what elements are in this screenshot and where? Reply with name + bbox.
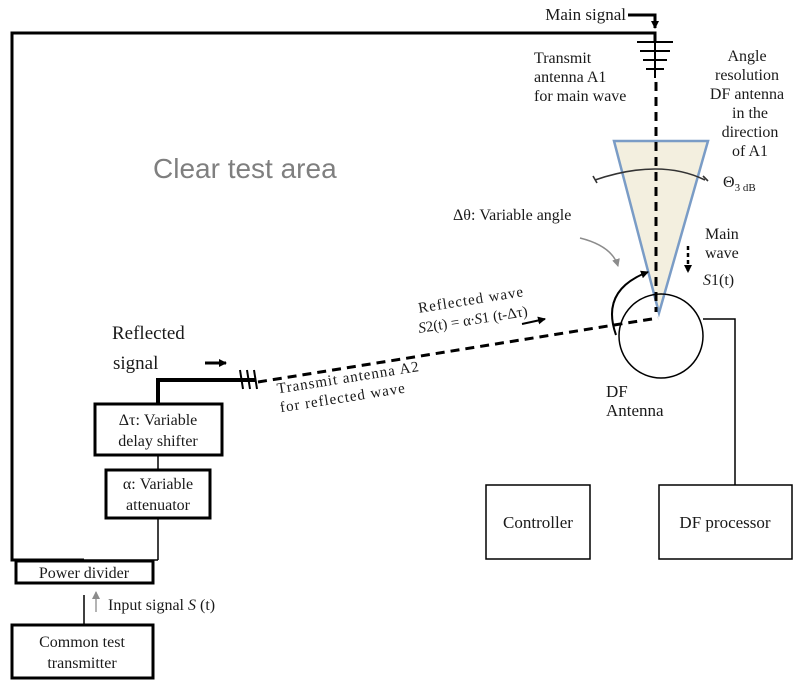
df-processor-label: DF processor	[679, 513, 770, 532]
beamwidth-symbol: Θ	[723, 174, 735, 191]
angle-resolution-label-line1: Angle	[727, 48, 766, 65]
beamwidth-arc	[594, 168, 706, 181]
beamwidth-arc-tick-left	[592, 175, 598, 184]
df-antenna-icon	[618, 293, 704, 379]
transmit-antenna-a1-icon	[637, 33, 673, 78]
beamwidth-label: Θ3 dB	[723, 174, 756, 194]
reflected-signal-label-line1: Reflected	[112, 323, 185, 344]
angle-resolution-label-line2: resolution	[715, 67, 779, 84]
reflected-feed-line	[156, 378, 255, 404]
controller-label: Controller	[503, 513, 573, 532]
reflected-wave-arrow	[521, 316, 546, 325]
input-signal-text: Input signal	[108, 597, 188, 614]
df-antenna-label-line1: DF	[606, 382, 628, 401]
s2-var-c: S	[473, 311, 483, 328]
input-signal-label: Input signal S (t)	[108, 597, 215, 614]
s2-equation: S2(t) = α∙S1 (t-Δτ)	[417, 304, 528, 337]
df-processor-box	[658, 484, 793, 560]
common-test-transmitter-label-line1: Common test	[39, 634, 125, 651]
s1-variable: S	[703, 272, 711, 289]
angle-resolution-label-line3: DF antenna	[710, 86, 784, 103]
variable-angle-pointer	[579, 237, 620, 267]
reflected-wave-path	[257, 316, 659, 384]
main-wave-label-line1: Main	[705, 226, 739, 243]
reflected-signal-label-line2: signal	[113, 353, 158, 374]
transmit-a1-label-line1: Transmit	[534, 50, 592, 67]
transmit-a1-label-line2: antenna A1	[534, 69, 606, 86]
beamwidth-arc-tick-right	[702, 175, 709, 182]
clear-test-area-label: Clear test area	[153, 153, 337, 184]
attenuator-box	[104, 468, 212, 520]
s2-var-a: S	[417, 320, 427, 337]
transmit-a1-label-line3: for main wave	[534, 88, 626, 105]
common-test-transmitter-box	[10, 623, 155, 680]
df-antenna-beam	[612, 139, 710, 318]
common-test-transmitter-label-line2: transmitter	[47, 655, 117, 672]
power-divider-box	[14, 559, 155, 585]
angle-resolution-label-line4: in the	[732, 105, 768, 122]
angle-resolution-label-line6: of A1	[732, 143, 768, 160]
delay-shifter-label-line1: Δτ: Variable	[119, 412, 197, 429]
delay-shifter-label-line2: delay shifter	[118, 433, 198, 450]
variable-angle-label: Δθ: Variable angle	[453, 207, 571, 224]
s1-label: S1(t)	[703, 272, 734, 289]
beamwidth-subscript: 3 dB	[735, 182, 756, 194]
power-divider-label: Power divider	[39, 565, 130, 582]
df-antenna-label-line2: Antenna	[606, 401, 664, 420]
controller-box	[485, 484, 591, 560]
main-signal-arrow	[628, 13, 659, 29]
angle-resolution-label-line5: direction	[722, 124, 779, 141]
input-signal-args: (t)	[196, 597, 215, 614]
attenuator-label-line2: attenuator	[126, 497, 191, 514]
input-signal-variable: S	[188, 597, 196, 614]
s2-mid: 2(t) = α∙	[425, 312, 476, 336]
main-signal-label: Main signal	[545, 5, 626, 24]
rotation-arrow	[611, 270, 649, 336]
delay-shifter-box	[93, 402, 224, 457]
s2-end: 1 (t-Δτ)	[481, 304, 529, 327]
attenuator-label-line1: α: Variable	[123, 476, 193, 493]
main-wave-label-line2: wave	[705, 245, 739, 262]
s1-args: 1(t)	[711, 272, 734, 289]
df-antenna-to-processor-line	[703, 318, 736, 485]
